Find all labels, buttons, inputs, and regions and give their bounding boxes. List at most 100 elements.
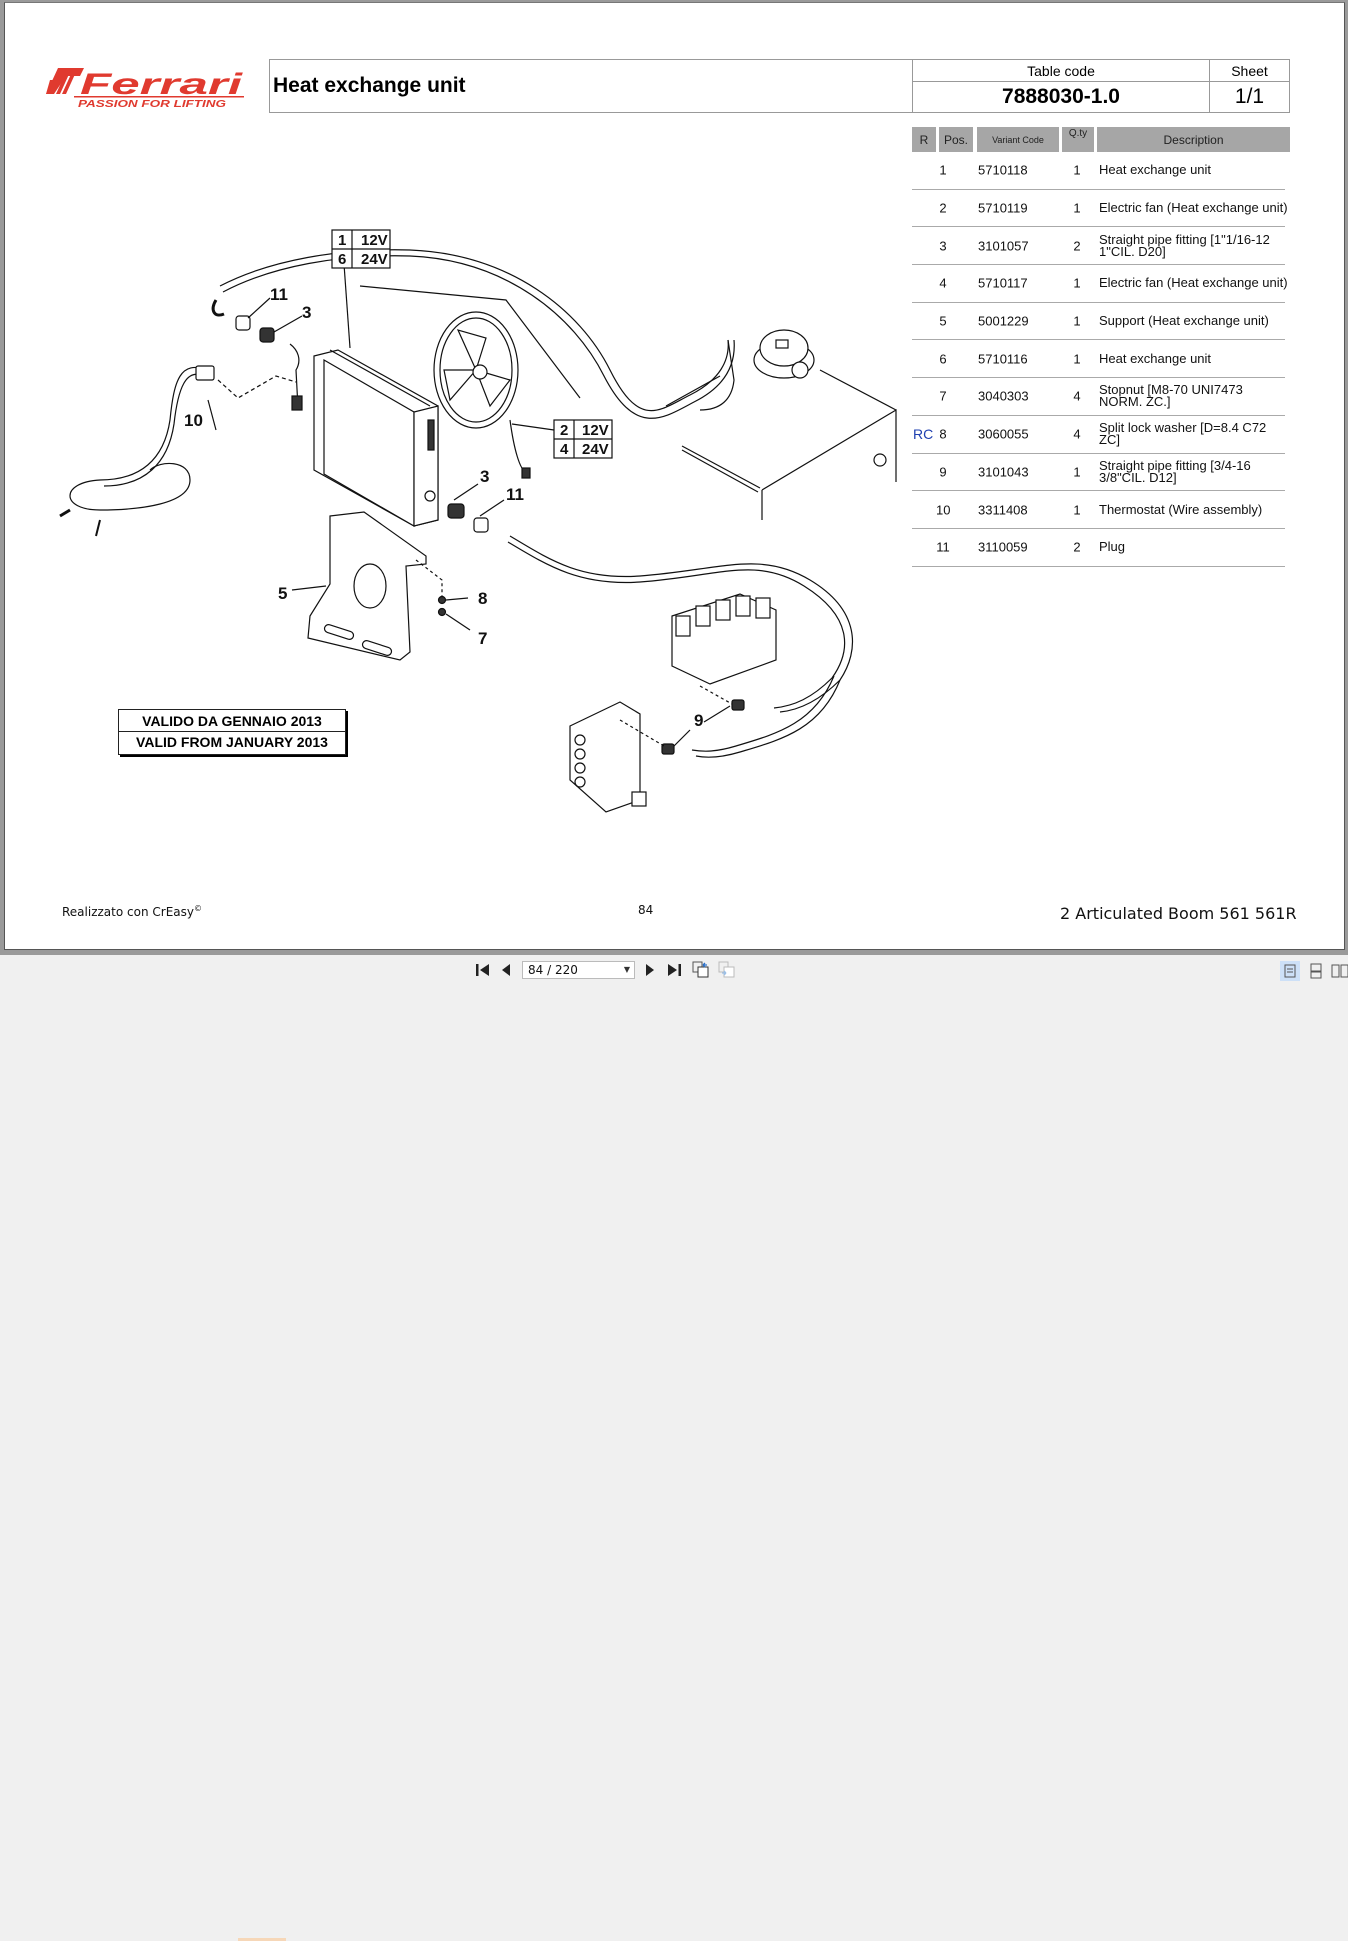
next-view-button[interactable] — [718, 961, 736, 979]
previous-page-button[interactable] — [497, 961, 515, 979]
previous-view-icon — [692, 961, 709, 978]
header-pos: Pos. — [939, 127, 973, 152]
plug-11-top — [235, 315, 251, 331]
variant-code-cell: 3060055 — [978, 426, 1029, 442]
variant-code-cell: 5710116 — [978, 351, 1028, 367]
heat-exchanger — [313, 349, 439, 528]
description-cell: Straight pipe fitting [1"1/16-12 1"CIL. … — [1099, 231, 1270, 259]
hydraulic-tank — [681, 329, 897, 520]
page-title: Heat exchange unit — [273, 74, 466, 97]
quantity-cell: 2 — [1073, 238, 1081, 254]
quantity-cell: 4 — [1073, 426, 1081, 442]
single-page-icon — [1284, 964, 1296, 978]
hose-bottom — [507, 535, 854, 758]
continuous-page-icon — [1310, 963, 1322, 979]
header-variant-code: Variant Code — [977, 127, 1059, 152]
quantity-cell: 1 — [1073, 351, 1081, 367]
title-box: Heat exchange unit — [269, 59, 913, 113]
position-cell: 3 — [939, 238, 947, 254]
description-cell: Support (Heat exchange unit) — [1099, 313, 1269, 329]
position-cell: 6 — [939, 351, 947, 367]
valve-block-1 — [671, 593, 777, 685]
last-page-icon — [668, 964, 681, 976]
copyright-mark: © — [193, 904, 202, 913]
voltage-table-1 — [331, 229, 391, 269]
page-number-select[interactable]: 84 / 220 ▼ — [522, 961, 635, 979]
first-page-icon — [476, 964, 489, 976]
position-cell: 9 — [939, 464, 947, 480]
voltage-table-2 — [553, 419, 613, 459]
position-cell: 10 — [936, 502, 951, 518]
description-cell: Split lock washer [D=8.4 C72 ZC] — [1099, 420, 1267, 448]
description-cell: Plug — [1099, 539, 1126, 555]
quantity-cell: 1 — [1073, 275, 1081, 291]
brand-wordmark: Ferrari — [80, 68, 243, 101]
table-row: 6 5710116 1 Heat exchange unit — [912, 340, 1285, 379]
facing-view-button[interactable] — [1330, 961, 1348, 981]
quantity-cell: 1 — [1073, 464, 1081, 480]
ferrari-logo: Ferrari PASSION FOR LIFTING — [46, 68, 244, 110]
thermostat-wire — [59, 365, 215, 537]
viewer-toolbar: 84 / 220 ▼ — [0, 955, 1348, 1941]
dropdown-arrow-icon: ▼ — [623, 965, 630, 974]
quantity-cell: 1 — [1073, 162, 1081, 178]
footer-page-number: 84 — [638, 903, 654, 917]
variant-code-cell: 5710118 — [978, 162, 1028, 178]
continuous-view-button[interactable] — [1306, 961, 1326, 981]
table-row: 7 3040303 4 Stopnut [M8-70 UNI7473 NORM. ZC… — [912, 378, 1285, 416]
footer-made-with: Realizzato con CrEasy© — [62, 904, 202, 919]
header-description: Description — [1097, 127, 1290, 152]
page-indicator: 84 / 220 — [528, 963, 578, 977]
position-cell: 8 — [939, 426, 947, 442]
next-page-icon — [646, 964, 654, 976]
position-cell: 5 — [939, 313, 947, 329]
table-header: R Pos. Variant Code Q.ty Description — [912, 127, 1290, 152]
fitting-3-top — [259, 327, 275, 343]
last-page-button[interactable] — [665, 961, 683, 979]
position-cell: 2 — [939, 200, 947, 216]
description-cell: Heat exchange unit — [1099, 350, 1212, 366]
valve-block-2 — [569, 701, 647, 813]
position-cell: 1 — [939, 162, 947, 178]
table-row: 3 3101057 2 Straight pipe fitting [1"1/16-1… — [912, 227, 1285, 266]
quantity-cell: 4 — [1073, 388, 1081, 404]
position-cell: 11 — [936, 539, 950, 555]
brand-tagline: PASSION FOR LIFTING — [78, 99, 226, 110]
facing-pages-icon — [1331, 964, 1348, 978]
table-code-value: 7888030-1.0 — [1002, 85, 1120, 108]
validity-english: VALID FROM JANUARY 2013 — [136, 734, 328, 750]
position-cell: 4 — [939, 275, 947, 291]
description-cell: Stopnut [M8-70 UNI7473 NORM. ZC.] — [1099, 382, 1243, 410]
sheet-value: 1/1 — [1234, 85, 1265, 108]
header-r: R — [912, 127, 936, 152]
variant-code-cell: 3040303 — [978, 388, 1029, 404]
table-code-box: Table code Sheet 7888030-1.0 1/1 — [912, 59, 1290, 113]
description-cell: Thermostat (Wire assembly) — [1099, 501, 1263, 517]
table-row: RC 8 3060055 4 Split lock washer [D=8.4 C72 … — [912, 416, 1285, 454]
support-bracket — [307, 511, 427, 661]
previous-page-icon — [502, 964, 510, 976]
variant-code-cell: 3110059 — [978, 539, 1028, 555]
quantity-cell: 1 — [1073, 200, 1081, 216]
previous-view-button[interactable] — [692, 961, 710, 979]
validity-box: VALIDO DA GENNAIO 2013 VALID FROM JANUAR… — [118, 709, 346, 755]
variant-code-cell: 3101057 — [978, 238, 1029, 254]
document-page — [4, 2, 1345, 950]
revision-cell: RC — [913, 426, 934, 443]
single-page-view-button[interactable] — [1280, 961, 1300, 981]
position-cell: 7 — [939, 388, 947, 404]
variant-code-cell: 5710119 — [978, 200, 1028, 216]
table-code-label: Table code — [1027, 63, 1095, 79]
first-page-button[interactable] — [474, 961, 492, 979]
sheet-label: Sheet — [1231, 63, 1268, 79]
next-page-button[interactable] — [641, 961, 659, 979]
next-view-icon — [718, 961, 735, 978]
